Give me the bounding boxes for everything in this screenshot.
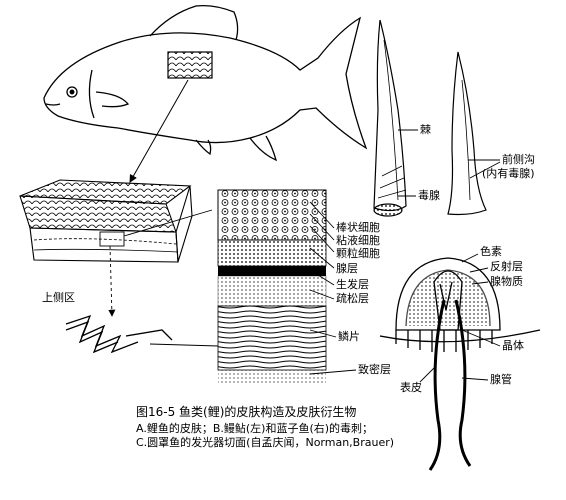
spine-right [447, 51, 487, 216]
label-anterior-groove-note: (内有毒腺) [482, 167, 535, 180]
label-scale: 鳞片 [338, 330, 360, 343]
label-lens: 晶体 [502, 339, 524, 352]
label-venom-gland: 毒腺 [418, 189, 440, 202]
photophore-leaders [419, 253, 501, 383]
label-upper-side: 上侧区 [42, 291, 75, 304]
spine-left [373, 19, 407, 217]
label-reflective-layer: 反射层 [490, 260, 523, 273]
scale-section [65, 314, 173, 354]
label-pigment: 色素 [480, 245, 502, 258]
label-club-cell: 棒状细胞 [336, 221, 380, 234]
label-mucous-cell: 粘液细胞 [336, 234, 380, 247]
caption-line-c: C.圆罩鱼的发光器切面(自孟庆闻，Norman,Brauer) [136, 436, 395, 449]
caption-title: 图16-5 鱼类(鲤)的皮肤构造及皮肤衍生物 [136, 405, 357, 419]
label-gland-duct: 腺管 [490, 373, 512, 386]
skin-sample-patch [167, 51, 213, 79]
skin-block [19, 179, 193, 263]
label-gland-substance: 腺物质 [490, 275, 523, 288]
carp-illustration [43, 4, 368, 162]
label-granular-cell: 颗粒细胞 [336, 247, 380, 260]
skin-section-histology [217, 189, 327, 384]
label-dense-layer: 致密层 [358, 363, 391, 376]
histology-leaders [309, 201, 357, 375]
label-gland-layer: 腺层 [336, 262, 358, 275]
label-epidermis: 表皮 [400, 381, 422, 394]
label-spine: 棘 [420, 123, 431, 136]
label-loose-layer: 疏松层 [336, 292, 369, 305]
caption-line-a: A.鲤鱼的皮肤；B.鳗鲇(左)和蓝子鱼(右)的毒刺； [136, 422, 374, 435]
label-germinal-layer: 生发层 [336, 278, 369, 291]
label-anterior-groove: 前侧沟 [502, 153, 535, 166]
photophore-section [379, 257, 541, 471]
